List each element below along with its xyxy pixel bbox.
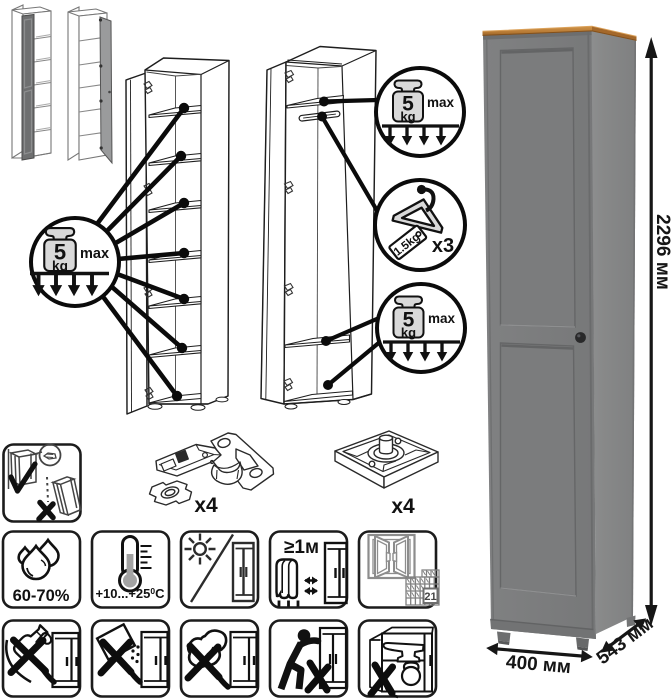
svg-text:21: 21 — [424, 591, 436, 603]
svg-text:60-70%: 60-70% — [13, 587, 70, 605]
svg-text:400 мм: 400 мм — [505, 652, 572, 678]
svg-text:max: max — [428, 311, 456, 326]
svg-text:x3: x3 — [432, 235, 454, 257]
svg-text:x4: x4 — [194, 494, 218, 517]
svg-text:x4: x4 — [391, 495, 415, 518]
svg-text:+10...+250C: +10...+250C — [95, 586, 165, 601]
svg-text:max: max — [427, 95, 455, 110]
svg-text:2296 мм: 2296 мм — [652, 214, 672, 290]
svg-text:≥1м: ≥1м — [284, 537, 319, 558]
svg-text:max: max — [80, 246, 109, 262]
